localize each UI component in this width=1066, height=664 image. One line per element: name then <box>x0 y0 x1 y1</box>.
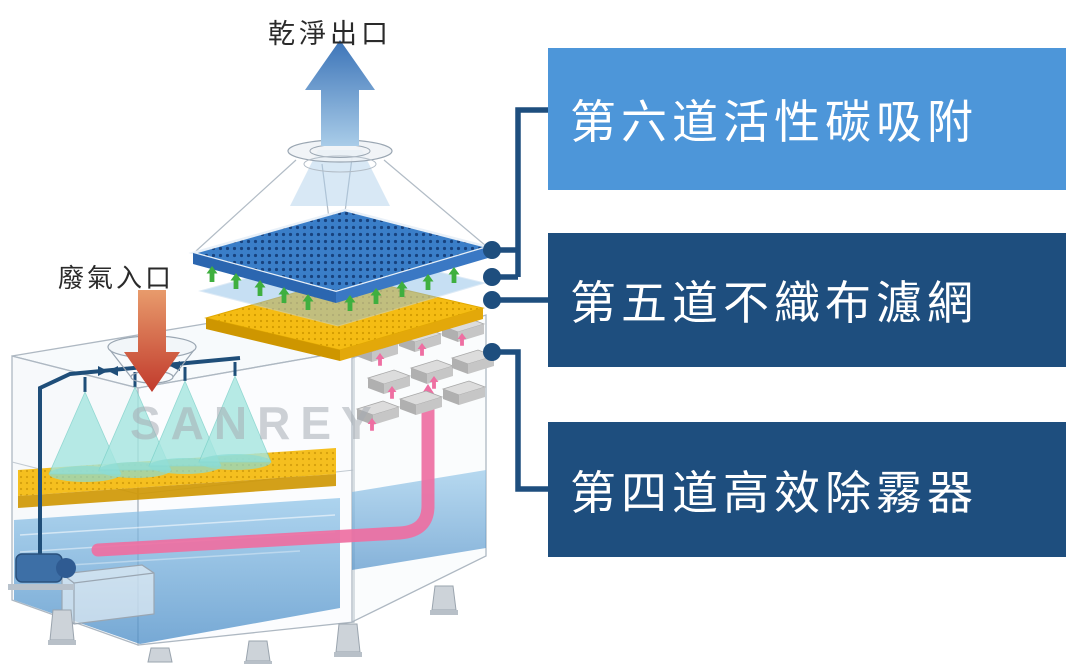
pump-motor <box>15 553 63 583</box>
filter-stack <box>188 208 493 361</box>
pump-head <box>56 558 76 578</box>
connector-dot <box>483 343 501 361</box>
spray-system <box>38 356 272 552</box>
connector-dots <box>483 241 501 361</box>
spray-cones <box>48 374 272 482</box>
callout-stage4-demister: 第四道高效除霧器 <box>548 422 1066 557</box>
clean-outlet-label: 乾淨出口 <box>268 19 392 49</box>
waste-inlet-label: 廢氣入口 <box>58 263 175 293</box>
exhaust-hood <box>195 139 487 290</box>
callout-stage6-activated-carbon: 第六道活性碳吸附 <box>548 48 1066 190</box>
callout-connectors <box>494 107 548 492</box>
connector-dot <box>483 241 501 259</box>
callout-stage5-nonwoven-filter: 第五道不織布濾網 <box>548 233 1066 367</box>
connector-dot <box>483 268 501 286</box>
pump-assembly <box>8 548 155 625</box>
callout-stage6-label: 第六道活性碳吸附 <box>570 96 978 148</box>
valve-icon <box>98 366 118 376</box>
callout-stage5-label: 第五道不織布濾網 <box>570 277 978 329</box>
waste-gas-arrow <box>124 290 180 392</box>
brand-watermark: SANREY <box>130 397 382 449</box>
callout-stage4-label: 第四道高效除霧器 <box>570 466 978 519</box>
connector-dot <box>483 291 501 309</box>
support-legs <box>48 585 458 664</box>
carbon-filter-panel <box>188 208 493 303</box>
clean-air-arrow <box>305 40 375 146</box>
airflow-glow <box>290 150 390 206</box>
